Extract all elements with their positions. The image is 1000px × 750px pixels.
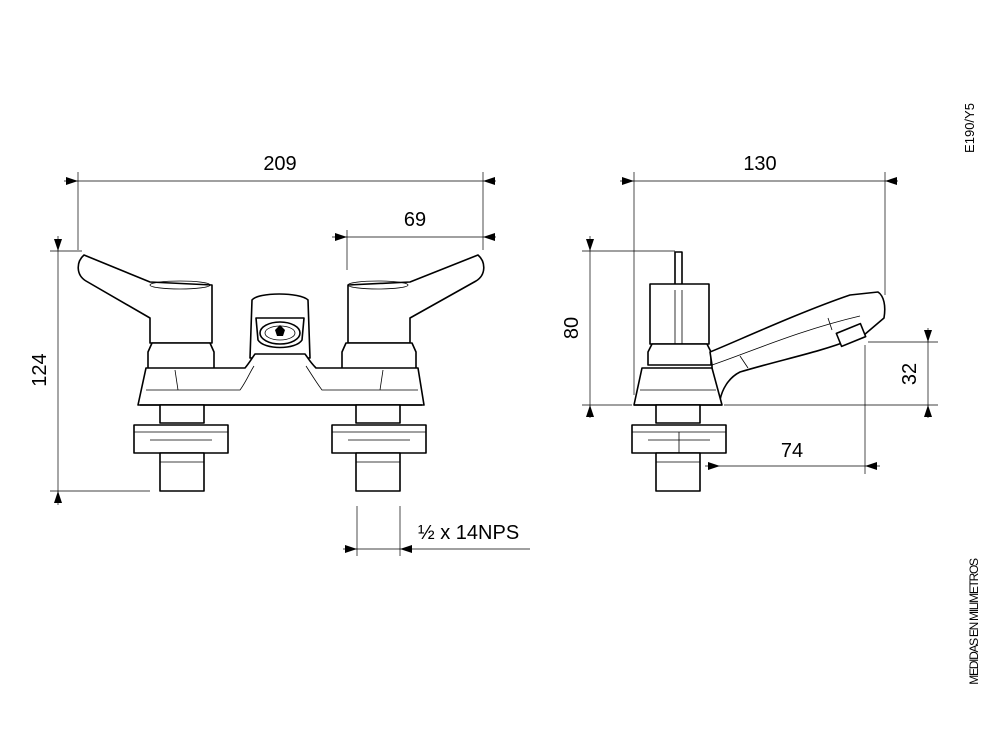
front-view: 209 69 124 ½ x 14NPS [29,153,530,556]
side-view: 130 80 32 74 [561,153,938,492]
left-mounting-nut [133,424,229,454]
dim-label-thread: ½ x 14NPS [418,522,519,544]
side-shank-upper [655,404,701,424]
units-note-label: MEDIDAS EN MILIMETROS [967,558,981,685]
dim-label-69: 69 [404,209,426,231]
left-shank-upper [159,404,205,424]
dimension-overall-depth: 130 [620,153,898,395]
left-handle-lever [77,254,213,344]
side-thread-stem [655,452,701,492]
right-mounting-nut [331,424,427,454]
dim-label-209: 209 [263,153,296,175]
right-valve-collar [341,342,417,371]
dimension-spout-height: 32 [724,328,938,418]
left-thread-stem [159,452,205,492]
side-valve-body [649,283,710,345]
dim-label-130: 130 [743,153,776,175]
dimension-spout-reach: 74 [705,345,880,474]
dimension-overall-height: 124 [29,236,150,505]
dimension-body-height: 80 [561,236,675,418]
right-handle-lever [347,254,485,344]
dim-label-74: 74 [781,440,803,462]
right-thread-stem [355,452,401,492]
dim-label-124: 124 [29,353,51,386]
dim-label-32: 32 [899,363,921,385]
model-code-label: E190/Y5 [962,103,977,153]
dimension-handle-offset: 69 [332,209,496,270]
side-deck-base [633,367,723,406]
left-valve-collar [147,342,215,371]
right-shank-upper [355,404,401,424]
dim-label-80: 80 [561,317,583,339]
side-aerator-tip [835,322,867,348]
front-deck-base [137,353,425,406]
dimension-overall-width: 209 [64,153,496,250]
dimension-thread-spec: ½ x 14NPS [343,506,530,556]
side-spout [709,291,886,401]
